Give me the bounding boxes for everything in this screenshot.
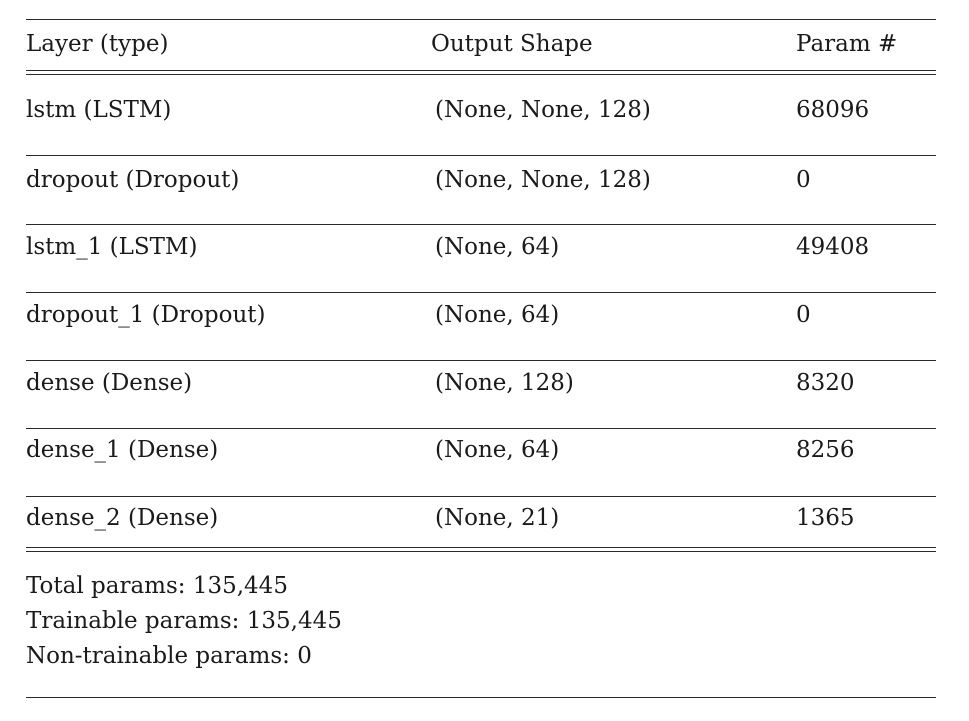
table-row: lstm (LSTM) (None, None, 128) 68096 — [26, 95, 936, 125]
layer-param-count: 68096 — [796, 97, 870, 123]
table-row: dropout (Dropout) (None, None, 128) 0 — [26, 165, 936, 195]
top-rule — [26, 19, 936, 20]
total-params: Total params: 135,445 — [26, 573, 288, 599]
row-separator — [26, 155, 936, 156]
layer-name: dropout (Dropout) — [26, 167, 240, 193]
layer-output-shape: (None, None, 128) — [435, 167, 651, 193]
row-separator — [26, 224, 936, 225]
layer-name: dense_1 (Dense) — [26, 437, 219, 463]
row-separator — [26, 292, 936, 293]
layer-name: lstm_1 (LSTM) — [26, 234, 198, 260]
bottom-rule — [26, 697, 936, 698]
layer-output-shape: (None, 64) — [435, 234, 560, 260]
model-summary: Layer (type) Output Shape Param # lstm (… — [26, 0, 936, 721]
table-row: dense_1 (Dense) (None, 64) 8256 — [26, 435, 936, 465]
footer-double-rule — [26, 547, 936, 552]
layer-output-shape: (None, 64) — [435, 437, 560, 463]
header-output-shape: Output Shape — [431, 31, 593, 57]
layer-name: dense_2 (Dense) — [26, 505, 219, 531]
layer-output-shape: (None, 128) — [435, 370, 574, 396]
row-separator — [26, 428, 936, 429]
header-layer-type: Layer (type) — [26, 31, 169, 57]
table-row: dropout_1 (Dropout) (None, 64) 0 — [26, 300, 936, 330]
non-trainable-params: Non-trainable params: 0 — [26, 643, 312, 669]
layer-output-shape: (None, 21) — [435, 505, 560, 531]
layer-output-shape: (None, 64) — [435, 302, 560, 328]
layer-output-shape: (None, None, 128) — [435, 97, 651, 123]
layer-param-count: 49408 — [796, 234, 870, 260]
table-row: dense (Dense) (None, 128) 8320 — [26, 368, 936, 398]
layer-param-count: 0 — [796, 302, 811, 328]
table-row: dense_2 (Dense) (None, 21) 1365 — [26, 503, 936, 533]
row-separator — [26, 496, 936, 497]
layer-param-count: 1365 — [796, 505, 855, 531]
layer-param-count: 8256 — [796, 437, 855, 463]
layer-name: dropout_1 (Dropout) — [26, 302, 266, 328]
header-double-rule — [26, 70, 936, 75]
header-param-count: Param # — [796, 31, 898, 57]
layer-name: lstm (LSTM) — [26, 97, 172, 123]
row-separator — [26, 360, 936, 361]
header-row: Layer (type) Output Shape Param # — [26, 29, 936, 59]
layer-name: dense (Dense) — [26, 370, 193, 396]
trainable-params: Trainable params: 135,445 — [26, 608, 342, 634]
table-row: lstm_1 (LSTM) (None, 64) 49408 — [26, 232, 936, 262]
layer-param-count: 8320 — [796, 370, 855, 396]
layer-param-count: 0 — [796, 167, 811, 193]
